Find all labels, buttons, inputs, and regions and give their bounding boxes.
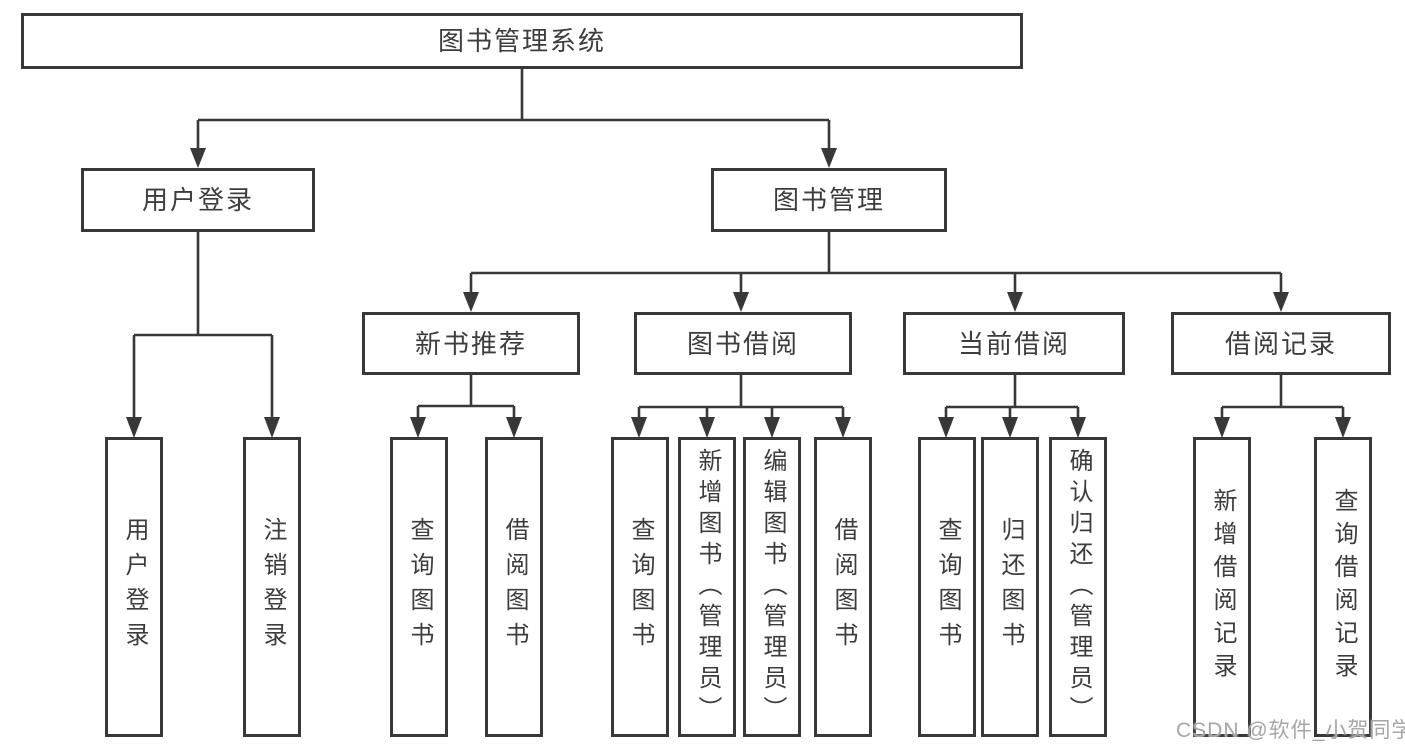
node-leaf-borrow-books-2: 借阅图书: [814, 437, 872, 737]
node-leaf-borrow-books-1: 借阅图书: [485, 437, 543, 737]
node-leaf-logout: 注销登录: [243, 437, 301, 737]
node-current-borrowing: 当前借阅: [903, 312, 1125, 375]
node-label: 确认归还（管理员）: [1065, 447, 1092, 727]
node-label: 查询图书: [406, 517, 433, 657]
node-label: 新增借阅记录: [1209, 488, 1236, 686]
node-label: 注销登录: [259, 517, 286, 657]
node-label: 新书推荐: [414, 328, 527, 359]
node-system-root: 图书管理系统: [21, 13, 1023, 69]
node-label: 当前借阅: [957, 328, 1070, 359]
node-label: 查询图书: [934, 517, 961, 657]
node-label: 用户登录: [121, 517, 148, 657]
node-leaf-add-books-admin: 新增图书（管理员）: [678, 437, 736, 737]
node-leaf-query-books-1: 查询图书: [390, 437, 448, 737]
node-book-borrowing: 图书借阅: [634, 312, 852, 375]
node-leaf-confirm-return-admin: 确认归还（管理员）: [1049, 437, 1107, 737]
node-leaf-add-borrow-record: 新增借阅记录: [1193, 437, 1251, 737]
node-label: 图书借阅: [686, 328, 799, 359]
node-label: 查询借阅记录: [1330, 488, 1357, 686]
node-borrowing-records: 借阅记录: [1171, 312, 1391, 375]
node-new-book-recommendation: 新书推荐: [362, 312, 580, 375]
node-book-management: 图书管理: [711, 168, 947, 232]
node-leaf-query-books-3: 查询图书: [918, 437, 976, 737]
node-label: 归还图书: [997, 517, 1024, 657]
node-label: 编辑图书（管理员）: [759, 447, 786, 727]
node-label: 借阅记录: [1224, 328, 1337, 359]
node-label: 借阅图书: [501, 517, 528, 657]
node-label: 借阅图书: [830, 517, 857, 657]
node-user-login-group: 用户登录: [81, 168, 315, 232]
node-label: 新增图书（管理员）: [694, 447, 721, 727]
node-label: 用户登录: [141, 185, 254, 215]
node-label: 图书管理系统: [437, 26, 606, 56]
node-leaf-query-borrow-record: 查询借阅记录: [1314, 437, 1372, 737]
node-leaf-user-login: 用户登录: [105, 437, 163, 737]
node-label: 查询图书: [627, 517, 654, 657]
node-leaf-edit-books-admin: 编辑图书（管理员）: [743, 437, 801, 737]
node-leaf-query-books-2: 查询图书: [611, 437, 669, 737]
node-label: 图书管理: [772, 185, 885, 215]
csdn-watermark: CSDN @软件_小贺同学: [1176, 719, 1405, 742]
node-leaf-return-books: 归还图书: [981, 437, 1039, 737]
